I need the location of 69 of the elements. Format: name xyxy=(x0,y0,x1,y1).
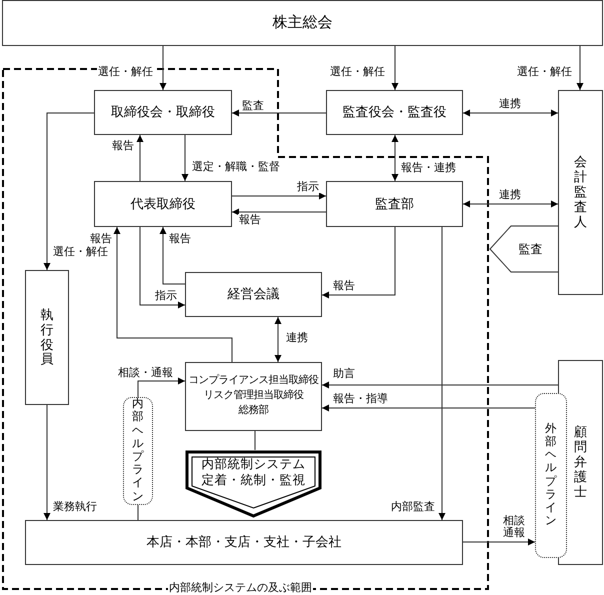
organization-box: 株主総会 xyxy=(2,0,603,46)
role-text: 総務部 xyxy=(238,404,268,418)
arrow xyxy=(392,134,398,182)
edge-label: 報告 xyxy=(111,140,135,152)
edge-label: 選任・解任 xyxy=(97,66,154,78)
organization-box: 経営会議 xyxy=(185,272,322,317)
edge-label: 業務執行 xyxy=(52,501,98,514)
helpline-text: 内部ヘルプライン xyxy=(132,398,144,504)
arrow xyxy=(136,134,144,182)
arrow xyxy=(140,226,186,308)
audit-text: 監査 xyxy=(518,242,542,256)
organization-box: 取締役会・取締役 xyxy=(94,90,232,135)
organization-box: 監査部 xyxy=(326,181,463,227)
arrow xyxy=(232,192,326,200)
arrow xyxy=(462,110,558,116)
edge-label: 相談通報 xyxy=(501,515,527,540)
box-text: 顧問弁護士 xyxy=(573,425,588,500)
edge-label: 報告 xyxy=(238,214,262,226)
boundary-label: 内部統制システムの及ぶ範囲 xyxy=(168,582,313,594)
role-box xyxy=(185,362,322,431)
arrow xyxy=(138,378,186,398)
edge-label: 指示 xyxy=(296,181,320,194)
role-text: リスク管理担当取締役 xyxy=(204,389,304,404)
arrow xyxy=(44,404,50,520)
edge-label: 相談・通報 xyxy=(117,367,174,380)
edge-label: 内部監査 xyxy=(390,501,436,514)
arrow xyxy=(44,112,94,270)
organization-box: 代表取締役 xyxy=(94,181,232,227)
arrow xyxy=(114,226,232,362)
edge-label: 選定・解職・監督 xyxy=(191,161,281,174)
edge-label: 指示 xyxy=(154,290,178,302)
edge-label: 選任・解任 xyxy=(516,66,573,78)
arrow xyxy=(232,208,326,216)
arrow xyxy=(462,538,536,546)
edge-label: 報告 xyxy=(168,233,192,246)
arrow xyxy=(462,200,558,208)
arrow xyxy=(438,226,446,520)
helpline-text: 外部ヘルプライン xyxy=(544,422,558,528)
arrow xyxy=(182,134,188,182)
pentagon-text: 内部統制システム定着・統制・監視 xyxy=(202,457,306,488)
helpline-box xyxy=(535,393,567,558)
box-text: 会計監査人 xyxy=(573,155,588,230)
edge-label: 選任・解任 xyxy=(329,66,386,78)
edge-label: 監査 xyxy=(241,100,265,112)
arrow xyxy=(322,226,396,298)
edge-label: 選任・解任 xyxy=(52,246,109,258)
arrow xyxy=(274,316,282,362)
edge-label: 報告・指導 xyxy=(332,393,389,406)
arrow xyxy=(322,404,536,412)
box-text: 執行役員 xyxy=(40,308,54,368)
arrow xyxy=(576,46,584,90)
edge-label: 報告 xyxy=(89,233,113,246)
connector-line xyxy=(254,430,256,450)
arrow xyxy=(160,46,166,90)
edge-label: 報告 xyxy=(332,280,356,292)
helpline-box xyxy=(123,397,153,505)
organization-box xyxy=(25,270,69,405)
edge-label: 連携 xyxy=(498,98,522,110)
arrow xyxy=(160,226,186,284)
organization-box: 本店・本部・支店・支社・子会社 xyxy=(25,520,463,565)
arrow xyxy=(232,110,326,116)
edge-label: 報告・連携 xyxy=(400,162,457,174)
edge-label: 助言 xyxy=(332,368,356,380)
arrow xyxy=(392,46,398,90)
edge-label: 連携 xyxy=(498,189,522,202)
organization-box: 監査役会・監査役 xyxy=(326,90,463,135)
edge-label: 連携 xyxy=(285,332,309,344)
role-text: コンプライアンス担当取締役 xyxy=(188,374,318,388)
arrow xyxy=(322,382,558,388)
